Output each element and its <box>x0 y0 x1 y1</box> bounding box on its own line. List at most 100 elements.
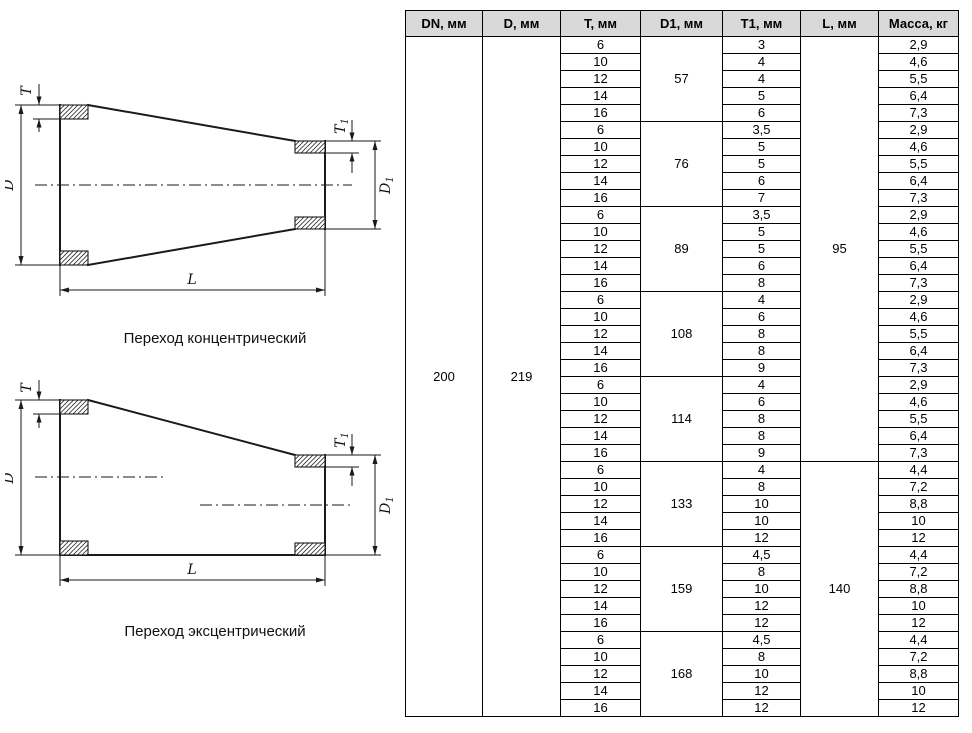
cell-t1-value: 12 <box>722 699 801 717</box>
dimension-t1: T1 <box>325 118 359 173</box>
hatch-lines <box>294 542 326 556</box>
cell-t1-value: 6 <box>722 308 801 326</box>
cell-t-value: 10 <box>560 223 641 241</box>
cell-mass-value: 7,3 <box>878 189 959 207</box>
col-header-d1: D1, мм <box>640 10 723 37</box>
cell-t-value: 12 <box>560 665 641 683</box>
col-header-l: L, мм <box>800 10 879 37</box>
dimension-d1: D1 <box>325 454 395 556</box>
cell-t-value: 14 <box>560 512 641 530</box>
cell-t1-value: 8 <box>722 410 801 428</box>
cell-mass-value: 7,3 <box>878 104 959 122</box>
cell-d1-value: 133 <box>640 461 723 547</box>
cell-mass-value: 2,9 <box>878 291 959 309</box>
hatch-lines <box>294 216 326 230</box>
cell-t-value: 12 <box>560 155 641 173</box>
cell-mass-value: 5,5 <box>878 155 959 173</box>
cell-mass-value: 7,3 <box>878 359 959 377</box>
cell-mass-value: 10 <box>878 597 959 615</box>
cell-t-value: 12 <box>560 410 641 428</box>
concentric-caption: Переход концентрический <box>123 330 307 347</box>
eccentric-reducer-drawing: D D1 T <box>5 380 395 586</box>
cell-d1-value: 57 <box>640 36 723 122</box>
cell-d1-value: 114 <box>640 376 723 462</box>
cell-t-value: 12 <box>560 70 641 88</box>
dimension-t: T <box>19 84 60 132</box>
cell-t-value: 14 <box>560 87 641 105</box>
spec-table: DN, мм D, мм T, мм D1, мм T1, мм L, мм М… <box>405 10 959 717</box>
dim-label-t1: T1 <box>333 432 351 448</box>
cell-mass-value: 4,6 <box>878 223 959 241</box>
cell-t1-value: 8 <box>722 563 801 581</box>
concentric-reducer-drawing: D D1 T <box>5 84 395 296</box>
cell-dn-value: 200 <box>405 36 483 717</box>
cell-t1-value: 4 <box>722 291 801 309</box>
cell-t1-value: 6 <box>722 393 801 411</box>
cell-mass-value: 5,5 <box>878 325 959 343</box>
cell-t1-value: 12 <box>722 597 801 615</box>
cell-mass-value: 2,9 <box>878 121 959 139</box>
hatch-lines <box>59 250 89 266</box>
eccentric-caption: Переход эксцентрический <box>124 623 306 640</box>
cell-d1-value: 108 <box>640 291 723 377</box>
cell-d-value: 219 <box>482 36 561 717</box>
dimension-t: T <box>19 380 60 428</box>
cell-d1-value: 89 <box>640 206 723 292</box>
cell-mass-value: 4,6 <box>878 138 959 156</box>
cell-t-value: 12 <box>560 325 641 343</box>
cell-t1-value: 5 <box>722 155 801 173</box>
cell-mass-value: 2,9 <box>878 36 959 54</box>
cell-mass-value: 6,4 <box>878 172 959 190</box>
cell-d1-value: 159 <box>640 546 723 632</box>
cell-t1-value: 4,5 <box>722 631 801 649</box>
cell-t1-value: 8 <box>722 478 801 496</box>
cell-mass-value: 4,4 <box>878 546 959 564</box>
dim-label-d1: D1 <box>378 176 395 195</box>
cell-mass-value: 2,9 <box>878 376 959 394</box>
cell-t-value: 6 <box>560 206 641 224</box>
col-header-d: D, мм <box>482 10 561 37</box>
cell-d1-value: 76 <box>640 121 723 207</box>
cell-mass-value: 12 <box>878 614 959 632</box>
cell-t-value: 14 <box>560 682 641 700</box>
cell-mass-value: 5,5 <box>878 240 959 258</box>
dimension-l: L <box>59 229 326 296</box>
cell-t-value: 16 <box>560 274 641 292</box>
cell-mass-value: 5,5 <box>878 410 959 428</box>
cell-mass-value: 10 <box>878 682 959 700</box>
body-outline <box>59 398 326 556</box>
cell-t1-value: 3,5 <box>722 121 801 139</box>
cell-t1-value: 10 <box>722 512 801 530</box>
dimension-d: D <box>5 104 60 266</box>
cell-t1-value: 10 <box>722 665 801 683</box>
drawings-panel: D D1 T <box>0 0 402 733</box>
cell-t-value: 6 <box>560 36 641 54</box>
cell-t-value: 6 <box>560 376 641 394</box>
cell-t-value: 10 <box>560 308 641 326</box>
cell-t1-value: 5 <box>722 223 801 241</box>
dim-label-d1: D1 <box>378 496 395 515</box>
cell-t-value: 16 <box>560 529 641 547</box>
cell-t1-value: 5 <box>722 87 801 105</box>
cell-t1-value: 12 <box>722 614 801 632</box>
cell-mass-value: 8,8 <box>878 580 959 598</box>
cell-t-value: 10 <box>560 53 641 71</box>
cell-t1-value: 6 <box>722 257 801 275</box>
cell-l-value: 140 <box>800 461 879 717</box>
dim-label-t: T <box>19 85 35 96</box>
cell-t1-value: 8 <box>722 342 801 360</box>
dim-label-t1: T1 <box>333 118 351 134</box>
cell-t-value: 6 <box>560 291 641 309</box>
